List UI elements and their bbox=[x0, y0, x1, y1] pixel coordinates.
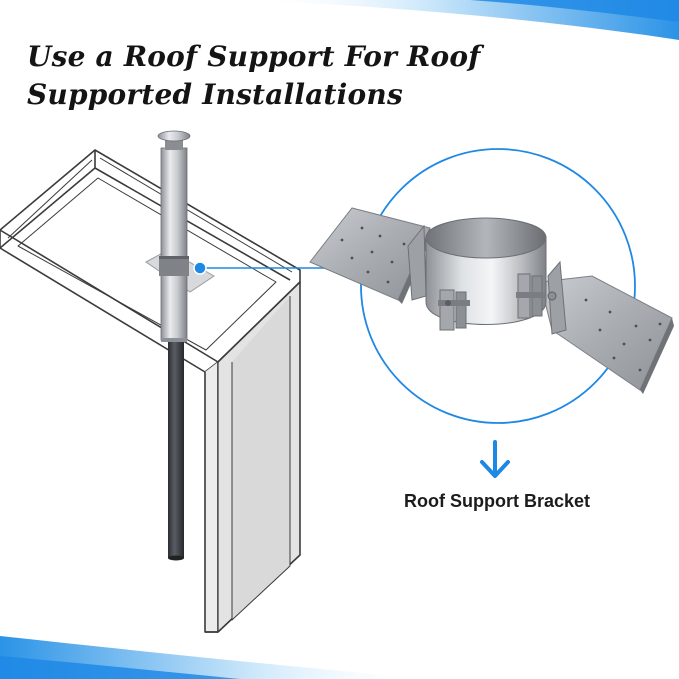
bottom-left-swoosh bbox=[0, 636, 430, 679]
magnifier-circle bbox=[360, 148, 636, 424]
callout-dot-icon bbox=[193, 261, 207, 275]
roof-framing bbox=[0, 149, 301, 633]
title-line-2: Supported Installations bbox=[27, 78, 403, 111]
arrow-down-icon bbox=[480, 440, 510, 478]
top-right-swoosh bbox=[250, 0, 679, 40]
callout-connector bbox=[193, 261, 330, 275]
roof-support-bracket bbox=[309, 207, 674, 394]
title-line-1: Use a Roof Support For Roof bbox=[27, 40, 481, 73]
vent-pipe bbox=[157, 130, 191, 561]
bracket-caption: Roof Support Bracket bbox=[403, 491, 590, 511]
page-title: Use a Roof Support For Roof Supported In… bbox=[27, 38, 487, 114]
